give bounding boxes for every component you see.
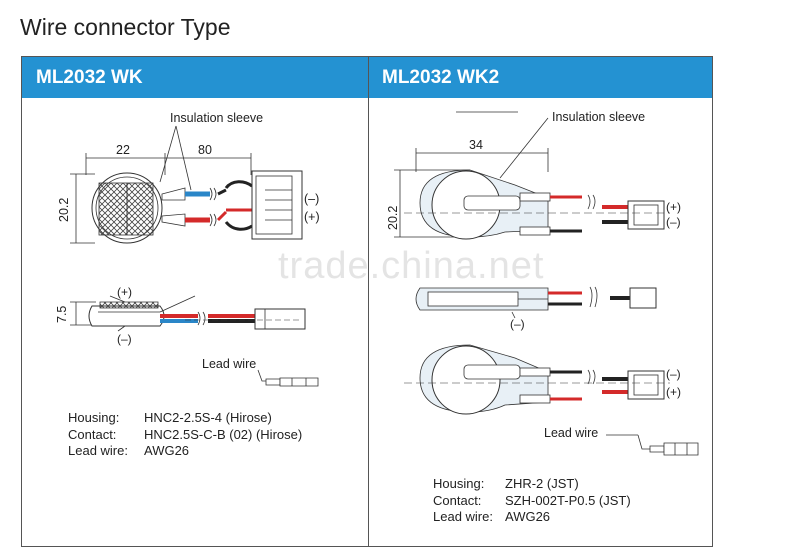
wk2-top-view [394, 111, 670, 240]
wk2-side-view [415, 286, 657, 319]
spec-row: Contact: SZH-002T-P0.5 (JST) [433, 493, 631, 510]
wk-dim-height: 20.2 [57, 198, 71, 222]
wk2-specs: Housing: ZHR-2 (JST) Contact: SZH-002T-P0.… [433, 476, 631, 526]
wk-specs: Housing: HNC2-2.5S-4 (Hirose) Contact: HNC… [68, 410, 302, 460]
spec-value: AWG26 [505, 509, 551, 524]
connector-table: ML2032 WK ML2032 WK2 [21, 56, 713, 547]
spec-value: HNC2.5S-C-B (02) (Hirose) [144, 426, 303, 442]
wk-lead-wire-label: Lead wire [202, 357, 256, 371]
wk-side-pol-neg: (–) [117, 332, 132, 346]
wk-pol-neg: (–) [304, 192, 319, 206]
wk-insulation-label: Insulation sleeve [170, 111, 263, 125]
wk2-lead-wire-terminal [606, 434, 699, 456]
wk2-bottom-pol-pos: (+) [666, 385, 681, 399]
spec-row: Lead wire: AWG26 [433, 509, 631, 526]
wk2-lead-wire-label: Lead wire [544, 426, 598, 440]
spec-key: Contact: [433, 492, 482, 508]
wk-lead-wire-terminal [257, 369, 319, 387]
header-ml2032-wk: ML2032 WK [22, 57, 368, 98]
spec-row: Contact: HNC2.5S-C-B (02) (Hirose) [68, 427, 302, 444]
wk2-dim-height: 20.2 [386, 206, 400, 230]
spec-value: SZH-002T-P0.5 (JST) [505, 492, 631, 508]
wk2-pol-pos: (+) [666, 200, 681, 214]
wk2-pol-neg: (–) [666, 215, 681, 229]
wk2-dim-width: 34 [469, 138, 483, 152]
watermark: trade.china.net [278, 245, 545, 287]
spec-value: HNC2-2.5S-4 (Hirose) [144, 410, 272, 425]
wk-side-pol-pos: (+) [117, 285, 132, 299]
spec-row: Housing: ZHR-2 (JST) [433, 476, 631, 493]
wk-dim-wire: 80 [198, 143, 212, 157]
spec-value: ZHR-2 (JST) [505, 476, 579, 491]
spec-key: Housing: [68, 410, 120, 425]
wk-top-view [70, 125, 303, 244]
wk2-insulation-label: Insulation sleeve [552, 110, 645, 124]
spec-key: Lead wire: [68, 443, 128, 458]
wk2-side-pol-neg: (–) [510, 317, 525, 331]
wk-dim-thickness: 7.5 [55, 306, 69, 323]
wk-dim-width: 22 [116, 143, 130, 157]
wk-pol-pos: (+) [304, 210, 320, 224]
page-title: Wire connector Type [20, 14, 231, 40]
spec-row: Lead wire: AWG26 [68, 443, 302, 460]
spec-row: Housing: HNC2-2.5S-4 (Hirose) [68, 410, 302, 427]
column-divider [368, 57, 369, 546]
spec-value: AWG26 [144, 443, 190, 458]
wk2-bottom-pol-neg: (–) [666, 367, 681, 381]
spec-key: Lead wire: [433, 509, 493, 524]
spec-key: Housing: [433, 476, 485, 491]
header-ml2032-wk2: ML2032 WK2 [368, 57, 712, 98]
wk-side-view [70, 295, 306, 332]
spec-key: Contact: [68, 426, 117, 442]
wk2-bottom-view [404, 344, 670, 415]
